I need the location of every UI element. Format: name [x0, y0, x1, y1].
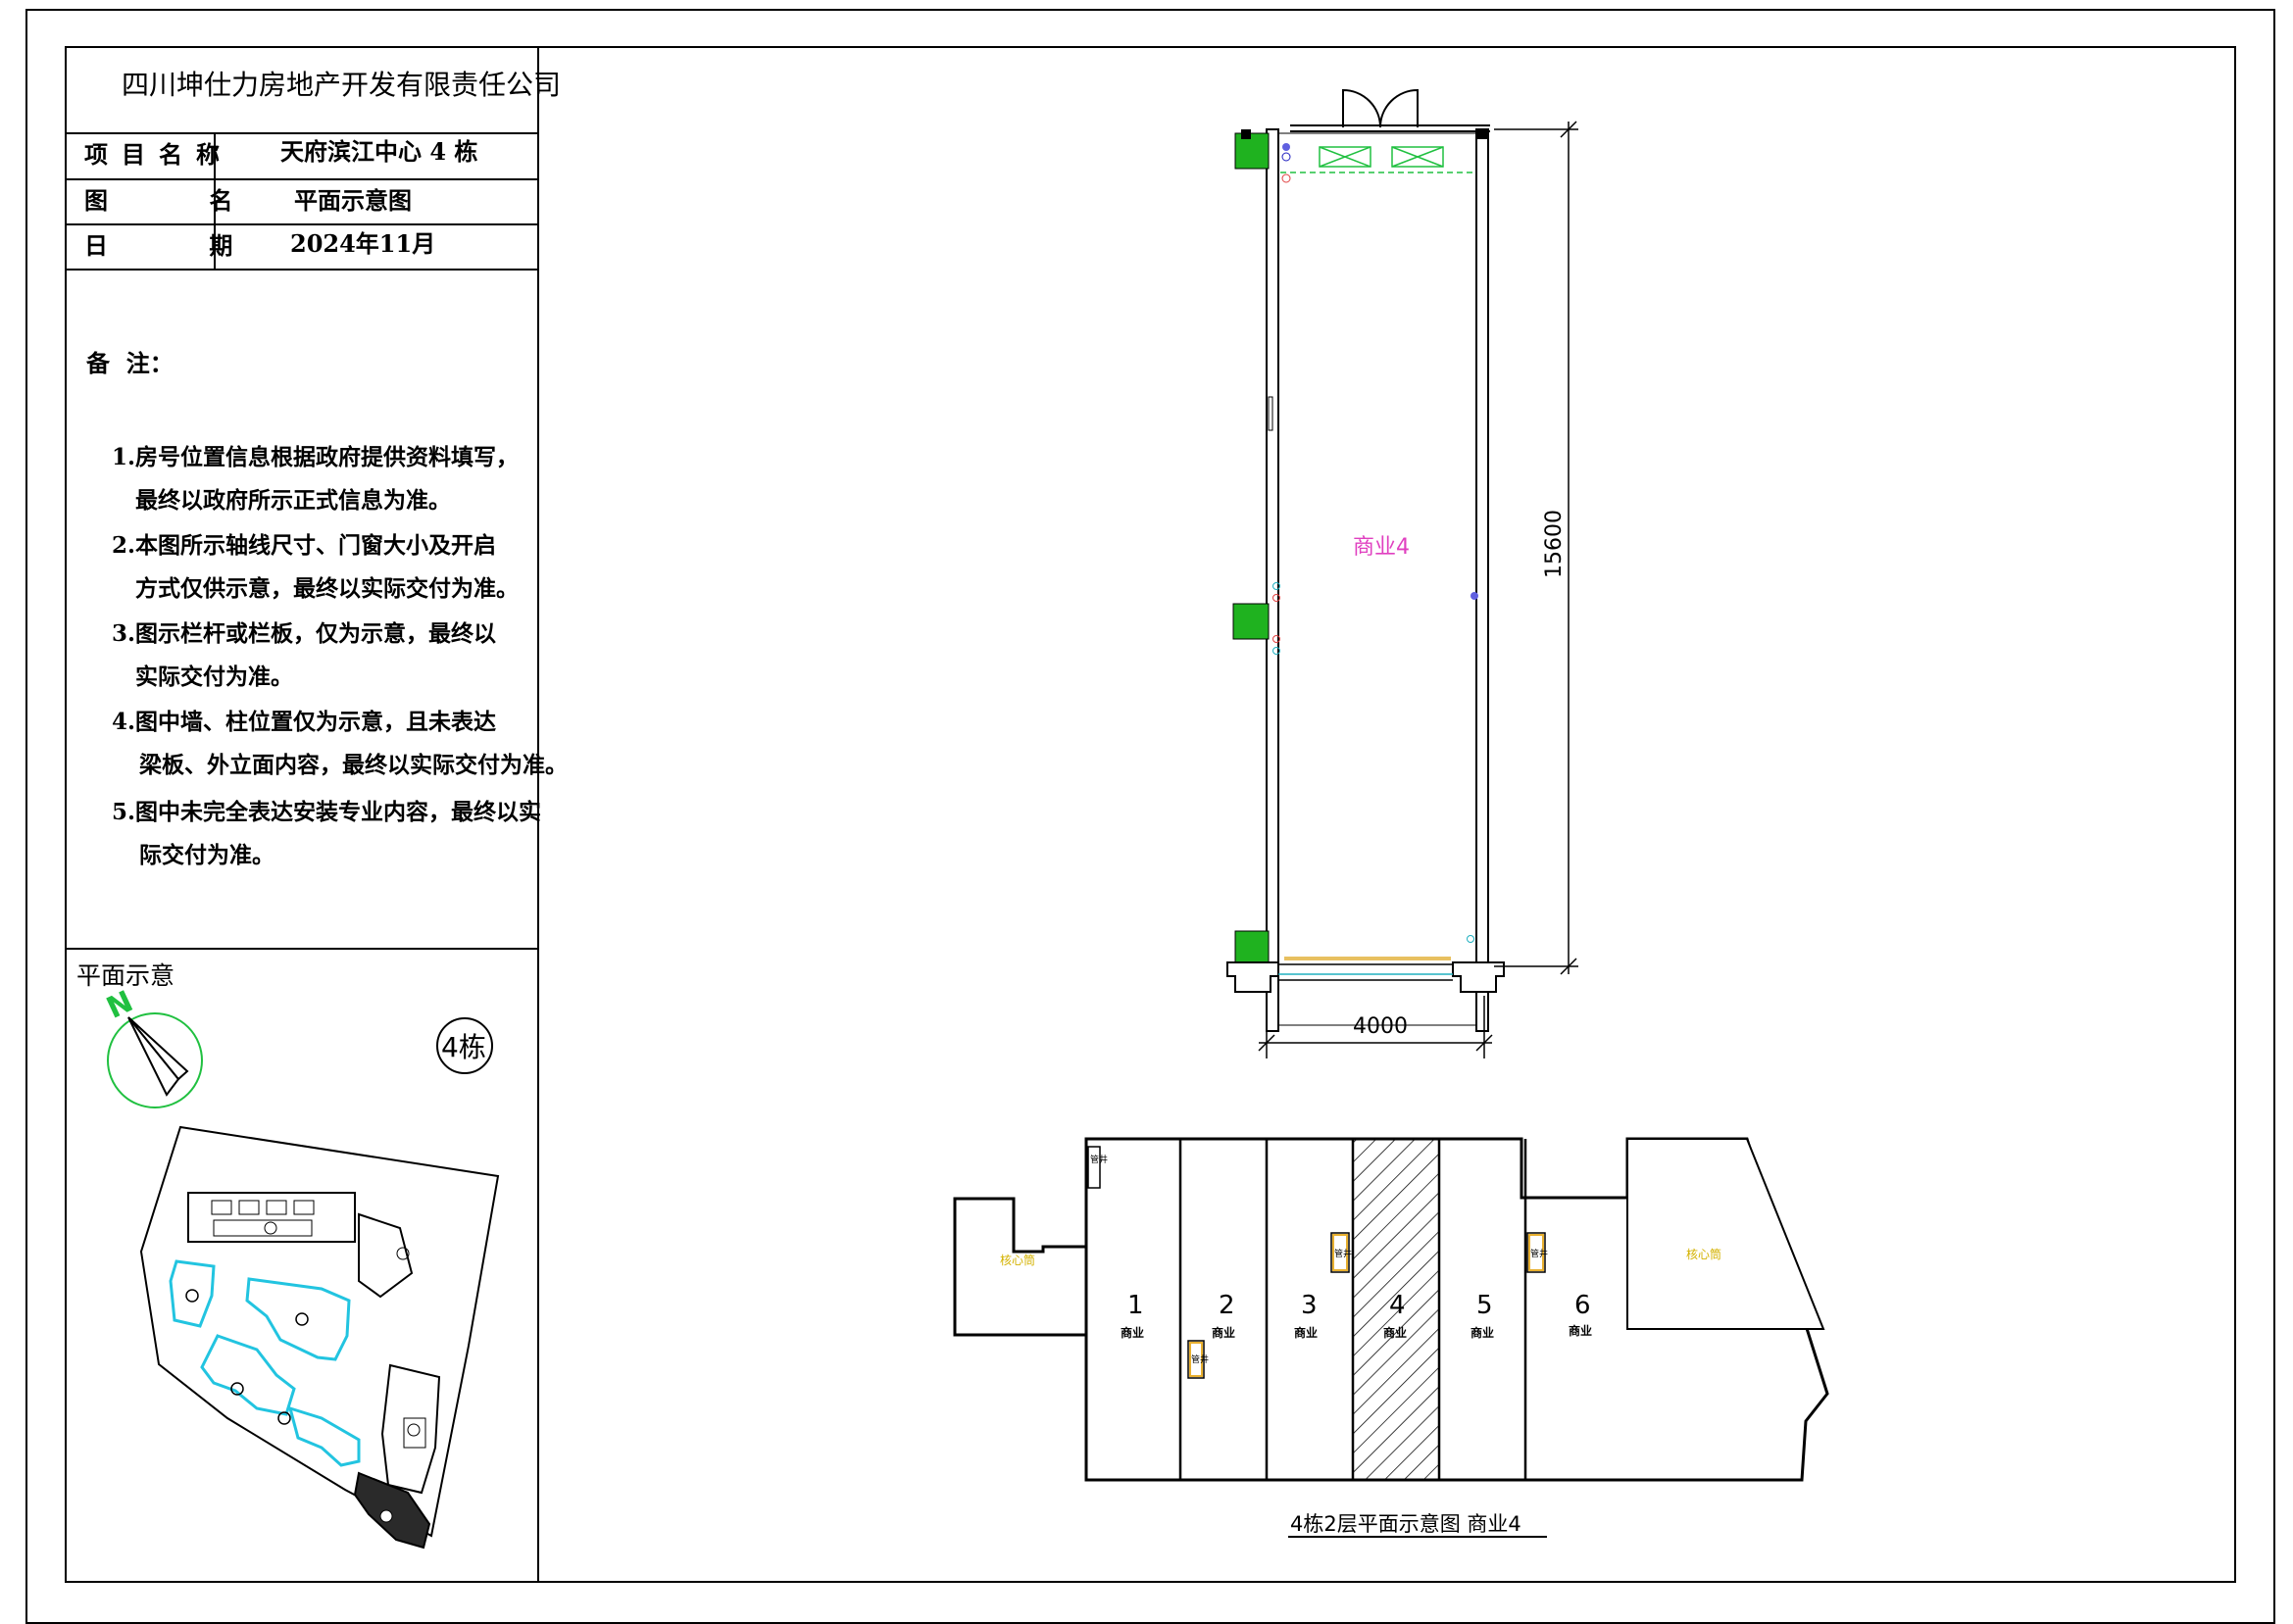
notes-heading: 备 注：: [86, 349, 174, 377]
note-2b: 方式仅供示意，最终以实际交付为准。: [135, 575, 519, 602]
site-boundary: [139, 1125, 500, 1538]
project-name-value: 天府滨江中心 4 栋: [280, 137, 478, 166]
right-core: [1626, 1138, 1825, 1330]
note-2a: 2.本图所示轴线尺寸、门窗大小及开启: [112, 532, 497, 559]
unit-1-label: 商业: [1121, 1325, 1144, 1340]
entry-door-icon: [1290, 88, 1490, 132]
note-1a: 1.房号位置信息根据政府提供资料填写，: [112, 444, 520, 470]
shaft-label-3: 管井: [1334, 1248, 1352, 1259]
left-wall: [1266, 128, 1279, 1032]
company-name: 四川坤仕力房地产开发有限责任公司: [122, 69, 562, 101]
note-1b: 最终以政府所示正式信息为准。: [135, 487, 451, 514]
north-arrow-icon: N: [102, 987, 203, 1108]
unit-plan: 商业4 15600 4000: [1226, 88, 1578, 1058]
building-tag: 4栋: [441, 1031, 486, 1063]
unit-4-number: 4: [1389, 1291, 1406, 1320]
unit-2-label: 商业: [1212, 1325, 1235, 1340]
note-4a: 4.图中墙、柱位置仅为示意，且未表达: [112, 709, 497, 735]
unit-3-number: 3: [1301, 1291, 1318, 1320]
site-plan: N 4栋: [102, 987, 500, 1550]
shaft-label-1: 管井: [1191, 1353, 1209, 1365]
floor-plan-caption: 4栋2层平面示意图 商业4: [1290, 1512, 1521, 1536]
note-4b: 梁板、外立面内容，最终以实际交付为准。: [139, 752, 568, 778]
unit-6-number: 6: [1574, 1291, 1591, 1320]
unit-4-highlight: [1352, 1138, 1440, 1481]
shaft-unit-1: [1187, 1340, 1205, 1379]
room-label: 商业4: [1353, 535, 1410, 560]
left-core-label: 核心筒: [1000, 1253, 1035, 1267]
room-outline: [1277, 132, 1477, 1026]
note-5a: 5.图中未完全表达安装专业内容，最终以实: [112, 799, 542, 825]
shaft-unit-3: [1330, 1232, 1350, 1273]
column-bottom-left: [1234, 930, 1270, 967]
unit-5-number: 5: [1476, 1291, 1493, 1320]
drawing-name-value: 平面示意图: [294, 186, 412, 215]
ac-units: [1319, 146, 1444, 168]
column-top-left: [1234, 132, 1270, 170]
dimension-height-label: 15600: [1542, 510, 1567, 578]
site-building-top: [187, 1192, 414, 1299]
unit-5-label: 商业: [1471, 1325, 1494, 1340]
dimension-horizontal: [1258, 996, 1493, 1058]
unit-4-label: 商业: [1383, 1325, 1407, 1340]
dimension-width-label: 4000: [1353, 1014, 1408, 1039]
right-core-label: 核心筒: [1686, 1247, 1721, 1261]
column-mid-left: [1232, 603, 1270, 640]
bottom-pilasters: [1226, 961, 1505, 993]
shaft-label-5: 管井: [1530, 1248, 1548, 1259]
project-name-label: 项目名称: [84, 140, 233, 169]
unit-1-number: 1: [1127, 1291, 1144, 1320]
unit-2-number: 2: [1219, 1291, 1235, 1320]
building-tag-circle: [436, 1017, 493, 1074]
site-buildings-cyan: [169, 1259, 361, 1467]
note-3a: 3.图示栏杆或栏板，仅为示意，最终以: [112, 620, 497, 647]
shaft-unit-5: [1526, 1232, 1546, 1273]
site-building-4-highlight: [353, 1471, 431, 1550]
shaft-top-left: [1087, 1146, 1101, 1189]
site-building-right: [380, 1363, 441, 1495]
right-wall: [1475, 128, 1489, 1032]
note-5b: 际交付为准。: [139, 842, 274, 868]
left-core: [953, 1197, 1088, 1337]
inner-frame: [65, 46, 2236, 1583]
site-plan-heading: 平面示意: [76, 961, 175, 990]
drawing-name-label: 图 名: [84, 186, 247, 215]
date-value: 2024年11月: [290, 229, 436, 258]
title-block: 四川坤仕力房地产开发有限责任公司 项目名称 天府滨江中心 4 栋 图 名 平面示…: [65, 46, 568, 1583]
shaft-label-top: 管井: [1090, 1154, 1108, 1165]
floor-plan: 核心筒 核心筒 管井 管井 管井 管井 1 2 3 4 5 6 商业 商业 商业…: [953, 1137, 1829, 1538]
unit-3-label: 商业: [1294, 1325, 1318, 1340]
unit-6-label: 商业: [1569, 1323, 1592, 1338]
dimension-vertical: [1494, 121, 1578, 975]
note-3b: 实际交付为准。: [135, 664, 293, 690]
date-label: 日 期: [84, 231, 247, 260]
